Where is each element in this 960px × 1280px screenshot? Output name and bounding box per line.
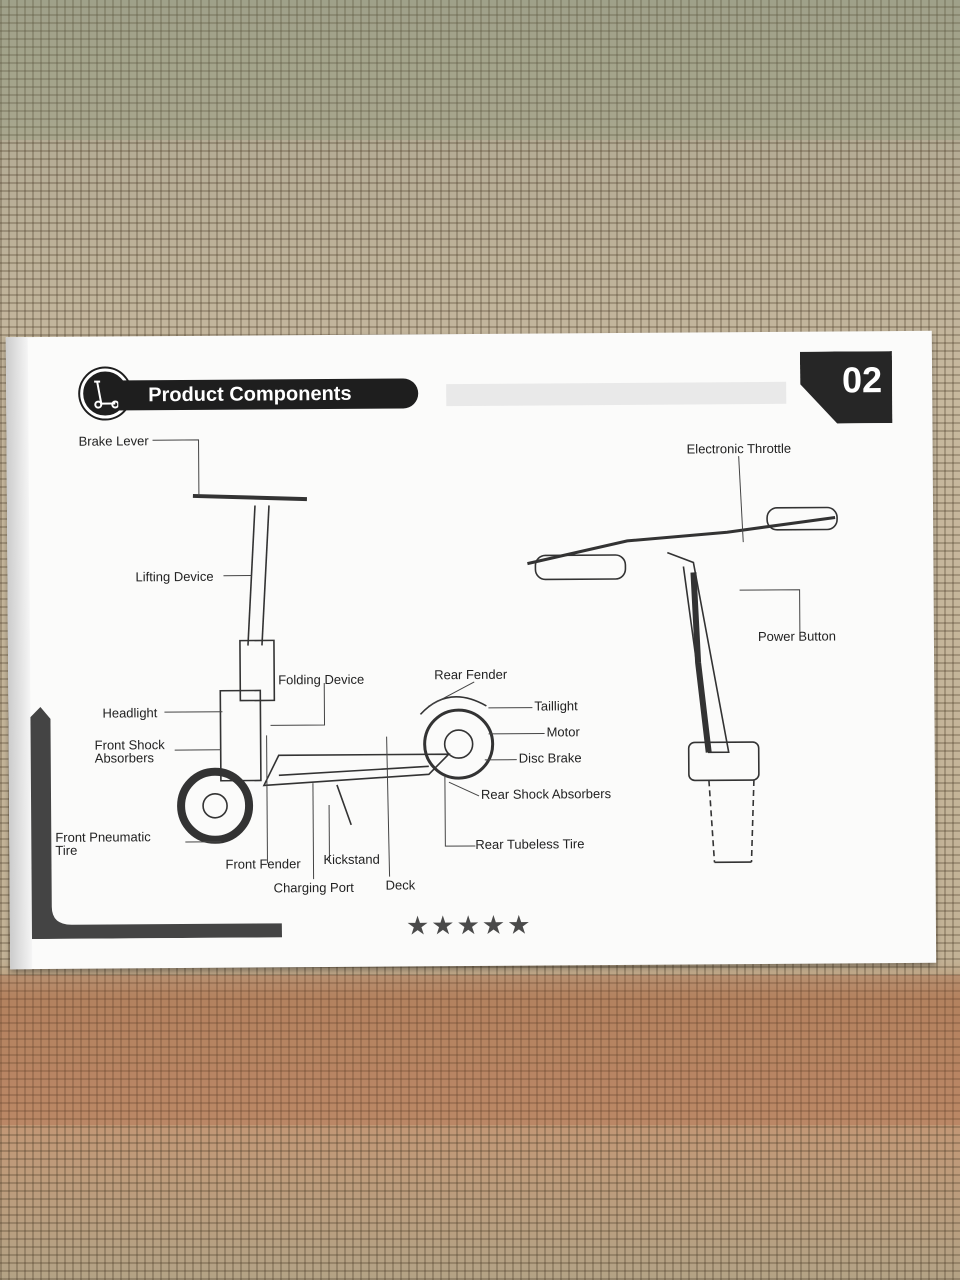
scooter-diagram [152, 439, 838, 880]
label-electronic-throttle: Electronic Throttle [686, 440, 792, 457]
label-charging-port: Charging Port [273, 879, 354, 896]
label-rear-shock-absorbers: Rear Shock Absorbers [480, 786, 612, 802]
label-deck: Deck [385, 877, 416, 893]
label-motor: Motor [546, 724, 580, 740]
label-front-shock-2: Absorbers [94, 750, 155, 766]
label-lifting-device: Lifting Device [135, 568, 214, 585]
label-brake-lever: Brake Lever [78, 433, 149, 449]
mat-band-bottom [0, 975, 960, 1125]
label-headlight: Headlight [102, 705, 158, 721]
mat-band-top [0, 0, 960, 140]
scooter-icon [80, 368, 131, 419]
label-disc-brake: Disc Brake [518, 750, 582, 766]
label-power-button: Power Button [757, 628, 837, 644]
label-taillight: Taillight [534, 698, 578, 714]
rating-stars: ★★★★★ [405, 909, 533, 941]
label-kickstand: Kickstand [323, 851, 380, 868]
label-folding-device: Folding Device [278, 671, 365, 688]
manual-page: Product Components 02 [5, 330, 937, 970]
label-front-tire-2: Tire [55, 842, 78, 858]
label-front-fender: Front Fender [225, 856, 301, 872]
label-rear-fender: Rear Fender [434, 666, 508, 683]
label-rear-tubeless-tire: Rear Tubeless Tire [475, 836, 585, 852]
